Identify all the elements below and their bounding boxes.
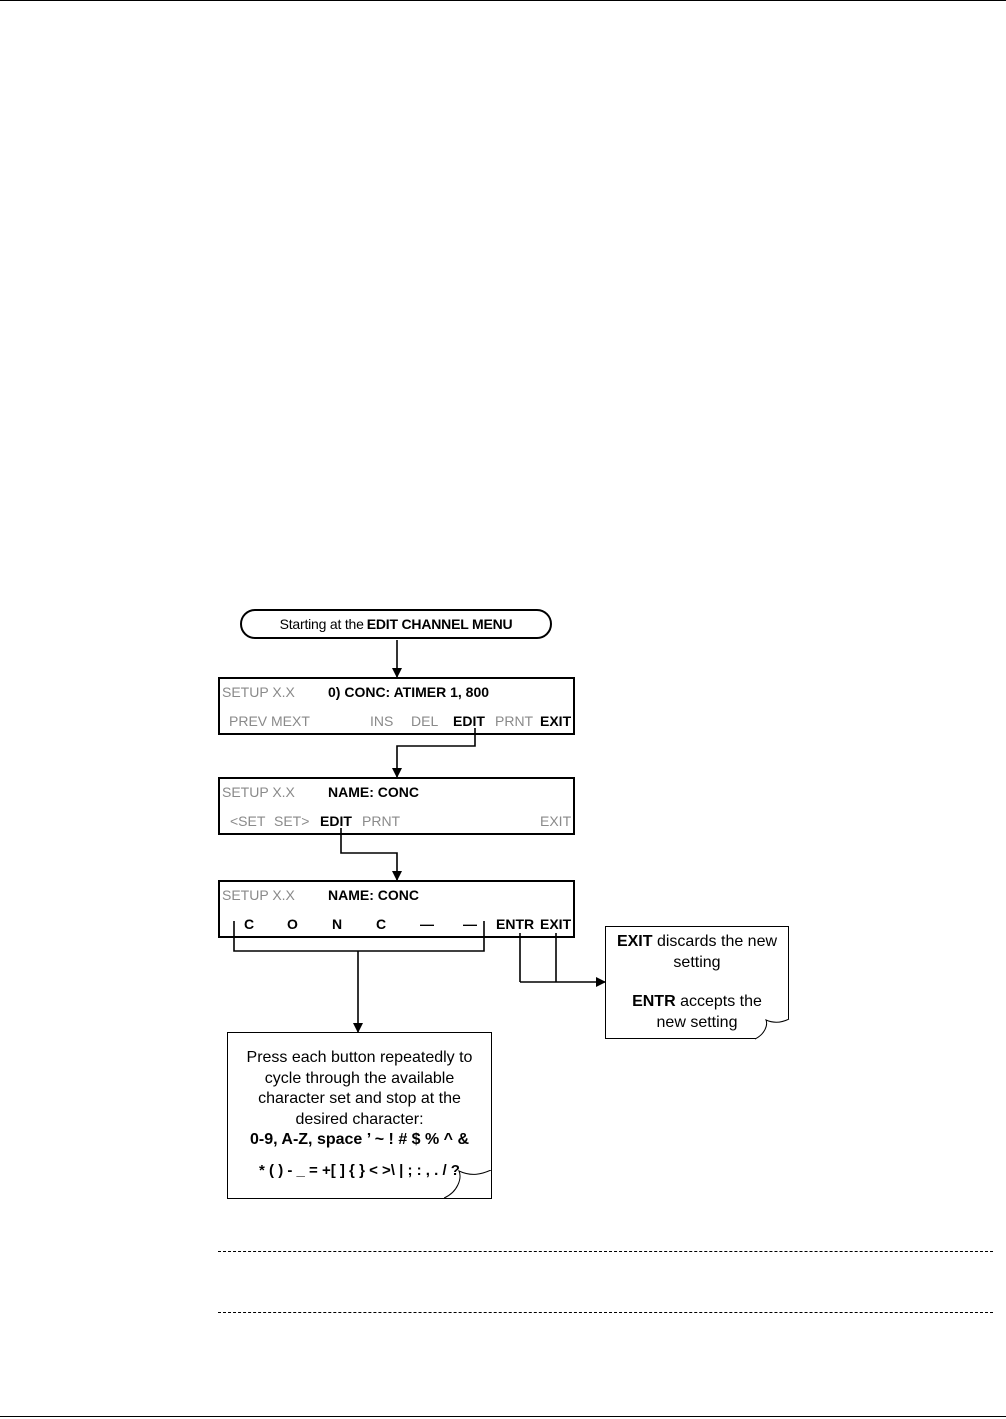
prnt-button[interactable]: PRNT: [362, 813, 401, 829]
separator-dashed-top: [218, 1251, 993, 1252]
start-prefix: Starting at the: [279, 616, 364, 632]
edit-button[interactable]: EDIT: [453, 713, 485, 729]
note-charset-line-1: 0-9, A-Z, space ’ ~ ! # $ % ^ &: [249, 1131, 470, 1148]
char-button-3[interactable]: N: [332, 916, 343, 932]
set-prev-button[interactable]: <SET: [230, 813, 266, 829]
page-curl-icon: [755, 1019, 790, 1040]
char-button-5[interactable]: —: [420, 916, 434, 932]
exit-note-text-2: setting: [673, 953, 721, 971]
next-button[interactable]: MEXT: [271, 713, 310, 729]
arrow-edit2-to-screen3: [340, 828, 402, 881]
page-bottom-rule: [0, 1416, 1006, 1417]
set-next-button[interactable]: SET>: [274, 813, 310, 829]
page-top-rule: [0, 0, 1006, 1]
exit-note-text-1: discards the new: [656, 933, 778, 950]
prev-button[interactable]: PREV: [229, 713, 268, 729]
start-menu-name: EDIT CHANNEL MENU: [366, 616, 513, 632]
entr-note-text-1: accepts the: [680, 993, 762, 1010]
exit-button[interactable]: EXIT: [540, 813, 572, 829]
char-button-1[interactable]: C: [244, 916, 255, 932]
screen-message: NAME: CONC: [328, 887, 419, 903]
ins-button[interactable]: INS: [370, 713, 394, 729]
char-button-2[interactable]: O: [287, 916, 298, 932]
note-line-3: character set and stop at the: [258, 1090, 461, 1107]
arrow-edit-to-screen2: [392, 728, 476, 778]
character-set-note: Press each button repeatedly to cycle th…: [227, 1032, 492, 1199]
screen-label: SETUP X.X: [222, 784, 295, 800]
del-button[interactable]: DEL: [411, 713, 439, 729]
screen-label: SETUP X.X: [222, 684, 295, 700]
entr-button[interactable]: ENTR: [496, 916, 535, 932]
edit-button[interactable]: EDIT: [320, 813, 352, 829]
exit-key-label: EXIT: [616, 933, 653, 950]
note-line-1: Press each button repeatedly to: [246, 1049, 473, 1066]
note-line-2: cycle through the available: [264, 1069, 455, 1087]
screen-message: NAME: CONC: [328, 784, 419, 800]
exit-button[interactable]: EXIT: [540, 713, 572, 729]
page-curl-icon: [444, 1170, 492, 1199]
char-button-4[interactable]: C: [376, 916, 387, 932]
display-screen-edit: SETUP X.X NAME: CONC C O N C — — ENTR EX…: [218, 880, 575, 938]
prnt-button[interactable]: PRNT: [495, 713, 534, 729]
exit-entr-note: EXIT discards the new setting ENTR accep…: [605, 926, 790, 1040]
display-screen-main: SETUP X.X 0) CONC: ATIMER 1, 800 PREV ME…: [218, 677, 575, 735]
char-button-6[interactable]: —: [463, 916, 477, 932]
screen-message: 0) CONC: ATIMER 1, 800: [328, 684, 490, 700]
exit-button[interactable]: EXIT: [540, 916, 572, 932]
entr-key-label: ENTR: [632, 993, 676, 1010]
entr-note-text-2: new setting: [656, 1013, 738, 1031]
separator-dashed-bottom: [218, 1312, 993, 1313]
note-line-4: desired character:: [295, 1110, 424, 1128]
display-screen-name: SETUP X.X NAME: CONC <SET SET> EDIT PRNT…: [218, 777, 575, 835]
start-node: Starting at the EDIT CHANNEL MENU: [240, 609, 552, 639]
note-charset-line-2: * ( ) - _ = +[ ] { } < >\ | ; : , . / ?: [259, 1161, 460, 1179]
screen-label: SETUP X.X: [222, 887, 295, 903]
